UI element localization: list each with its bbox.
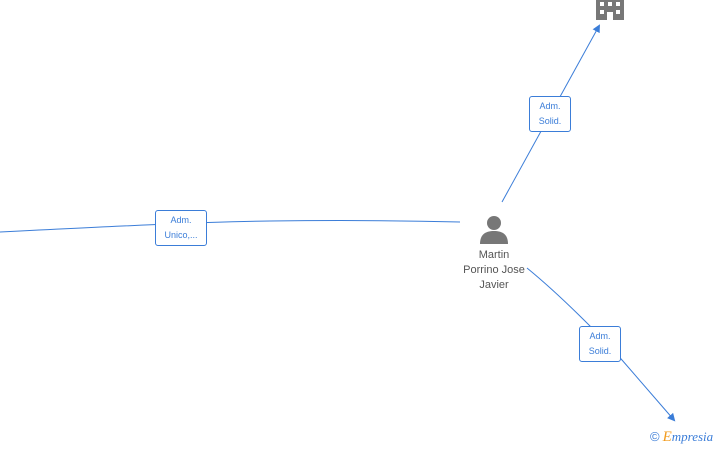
brand-name: mpresia	[671, 429, 714, 444]
person-node[interactable]: Martin Porrino Jose Javier	[452, 214, 536, 293]
person-name-line2: Porrino Jose	[463, 264, 525, 276]
edge-label-line2: Unico,...	[164, 230, 198, 240]
edge-label-line1: Adm.	[539, 101, 561, 111]
person-name-line3: Javier	[479, 279, 509, 291]
edge-label-line2: Solid.	[588, 346, 612, 356]
copyright-symbol: ©	[650, 429, 660, 444]
edge-line-left	[0, 220, 461, 233]
edge-label-line1: Adm.	[170, 215, 192, 225]
edge-label-line2: Solid.	[538, 116, 562, 126]
person-icon	[480, 216, 508, 244]
person-name: Martin Porrino Jose Javier	[452, 248, 536, 293]
person-name-line1: Martin	[478, 249, 510, 261]
brand-initial: E	[662, 429, 672, 445]
building-icon[interactable]	[596, 0, 624, 20]
edge-label-line1: Adm.	[589, 331, 611, 341]
edge-label-adm-solid-top[interactable]: Adm. Solid.	[529, 96, 571, 132]
edge-label-adm-solid-bottom[interactable]: Adm. Solid.	[579, 326, 621, 362]
edge-label-adm-unico[interactable]: Adm. Unico,...	[155, 210, 207, 246]
empresia-watermark: ©Empresia	[650, 429, 713, 446]
